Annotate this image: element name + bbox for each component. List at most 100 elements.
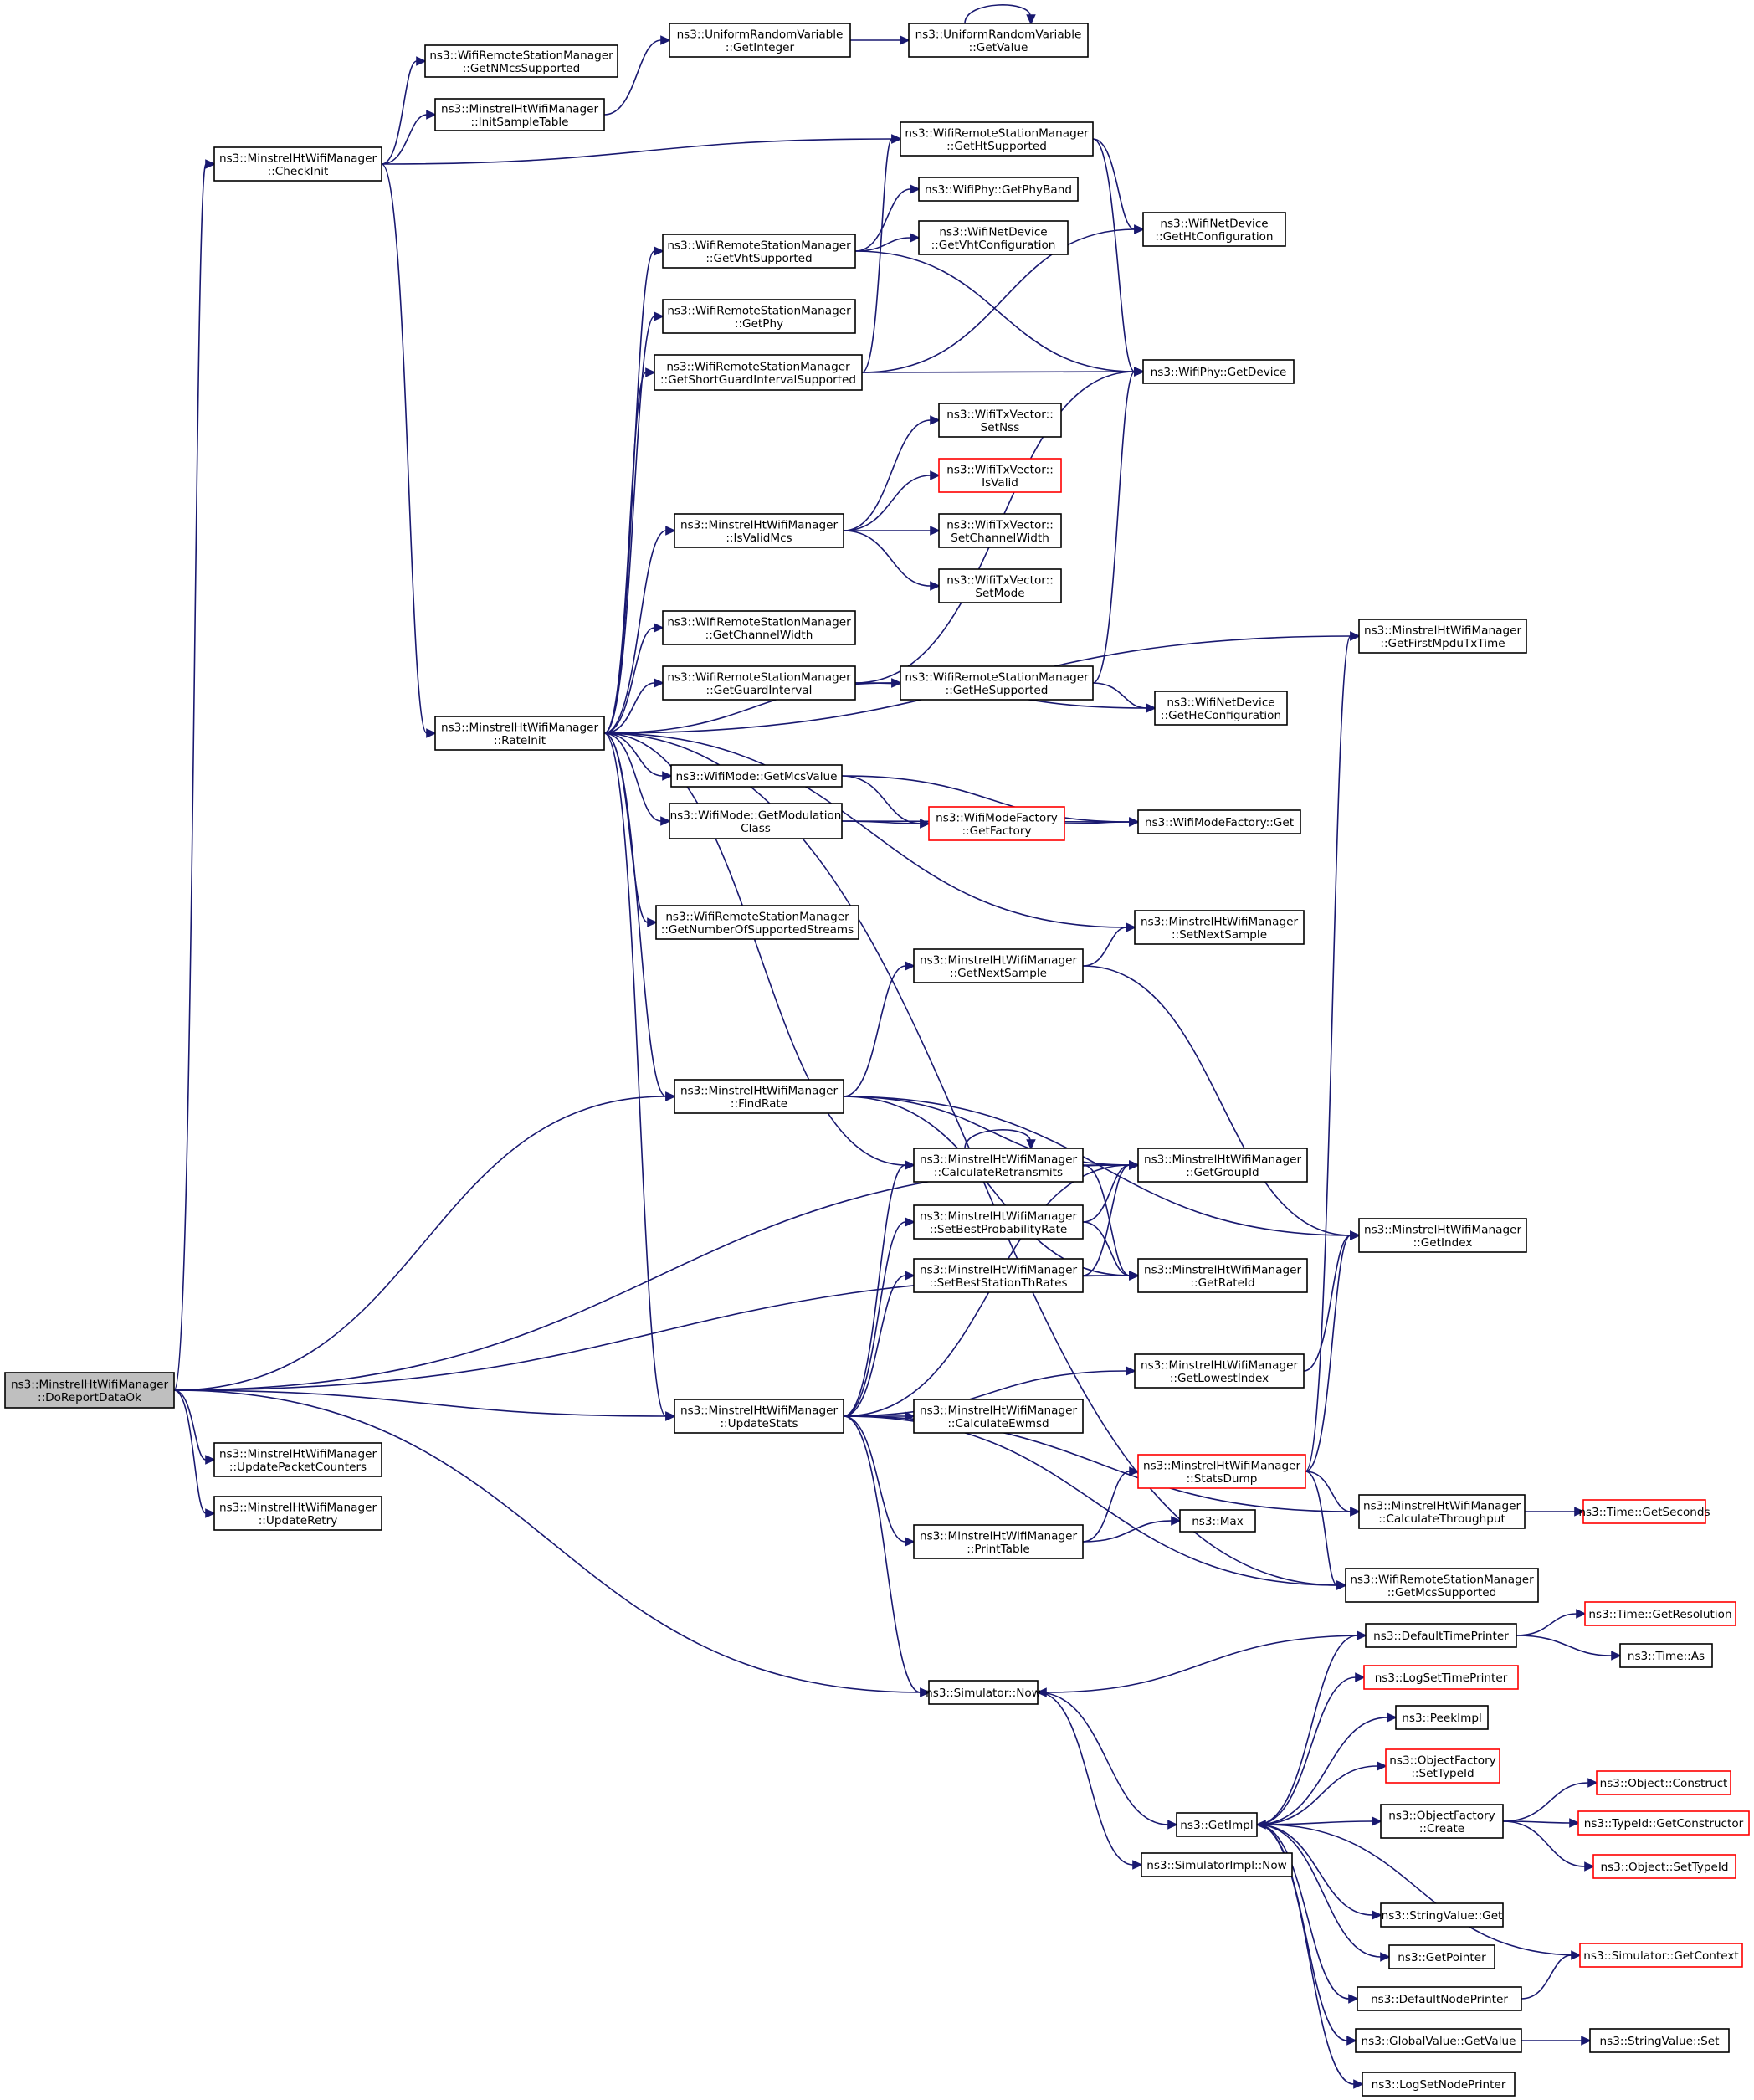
edge-line	[1082, 965, 1351, 1236]
node-defaultNodePrinter[interactable]: ns3::DefaultNodePrinter	[1357, 1986, 1522, 2011]
node-rateInit[interactable]: ns3::MinstrelHtWifiManager::RateInit	[434, 716, 605, 751]
node-timeGetSeconds[interactable]: ns3::Time::GetSeconds	[1578, 1499, 1710, 1524]
node-setChannelWidth[interactable]: ns3::WifiTxVector::SetChannelWidth	[938, 513, 1062, 548]
node-box	[900, 665, 1094, 701]
node-initSample[interactable]: ns3::MinstrelHtWifiManager::InitSampleTa…	[434, 98, 605, 131]
node-objConstruct[interactable]: ns3::Object::Construct	[1596, 1770, 1731, 1795]
node-label: ns3::Object::Construct	[1600, 1777, 1728, 1790]
node-gvGetValue[interactable]: ns3::GlobalValue::GetValue	[1355, 2028, 1522, 2053]
node-root[interactable]: ns3::MinstrelHtWifiManager::DoReportData…	[4, 1372, 175, 1409]
node-peekImpl[interactable]: ns3::PeekImpl	[1395, 1705, 1489, 1730]
edge-line	[843, 1221, 906, 1417]
node-getLowestIndex[interactable]: ns3::MinstrelHtWifiManager::GetLowestInd…	[1134, 1353, 1305, 1389]
node-updatePacket[interactable]: ns3::MinstrelHtWifiManager::UpdatePacket…	[213, 1442, 382, 1477]
node-checkInit[interactable]: ns3::MinstrelHtWifiManager::CheckInit	[213, 146, 382, 182]
node-logSetNodePrinter[interactable]: ns3::LogSetNodePrinter	[1362, 2072, 1516, 2097]
node-logSetTimePrinter[interactable]: ns3::LogSetTimePrinter	[1363, 1665, 1519, 1690]
node-getPointer[interactable]: ns3::GetPointer	[1388, 1944, 1495, 1969]
node-label: ::GetFactory	[962, 824, 1031, 838]
node-label: ns3::MinstrelHtWifiManager	[920, 1153, 1077, 1166]
node-getSgi[interactable]: ns3::WifiRemoteStationManager::GetShortG…	[654, 354, 863, 391]
node-getMcsValue[interactable]: ns3::WifiMode::GetMcsValue	[670, 764, 843, 788]
node-label: ns3::MinstrelHtWifiManager	[920, 1209, 1077, 1223]
node-timeAs[interactable]: ns3::Time::As	[1619, 1643, 1713, 1668]
edge-line	[1082, 1164, 1131, 1276]
node-label: ns3::WifiMode::GetMcsValue	[675, 770, 837, 783]
node-setNextSample[interactable]: ns3::MinstrelHtWifiManager::SetNextSampl…	[1134, 910, 1305, 945]
node-getVhtConfig[interactable]: ns3::WifiNetDevice::GetVhtConfiguration	[918, 220, 1069, 255]
node-uGetValue[interactable]: ns3::UniformRandomVariable::GetValue	[908, 23, 1089, 58]
node-defaultTimePrinter[interactable]: ns3::DefaultTimePrinter	[1365, 1623, 1517, 1648]
node-getPhy[interactable]: ns3::WifiRemoteStationManager::GetPhy	[662, 299, 856, 334]
node-getDevice[interactable]: ns3::WifiPhy::GetDevice	[1142, 359, 1295, 384]
edge-line	[841, 775, 921, 824]
node-findRate[interactable]: ns3::MinstrelHtWifiManager::FindRate	[674, 1079, 844, 1114]
node-wmfGet[interactable]: ns3::WifiModeFactory::Get	[1137, 809, 1301, 834]
node-getIndex[interactable]: ns3::MinstrelHtWifiManager::GetIndex	[1358, 1218, 1527, 1253]
node-setBestTh[interactable]: ns3::MinstrelHtWifiManager::SetBestStati…	[913, 1258, 1084, 1293]
node-getGroupId[interactable]: ns3::MinstrelHtWifiManager::GetGroupId	[1137, 1148, 1308, 1183]
node-box	[1141, 1852, 1293, 1877]
node-ofCreate[interactable]: ns3::ObjectFactory::Create	[1380, 1804, 1504, 1839]
edge-arrowhead	[645, 367, 656, 377]
node-simGetContext[interactable]: ns3::Simulator::GetContext	[1579, 1943, 1743, 1968]
node-getRateId[interactable]: ns3::MinstrelHtWifiManager::GetRateId	[1137, 1258, 1308, 1293]
node-uGetInteger[interactable]: ns3::UniformRandomVariable::GetInteger	[669, 23, 851, 58]
edge-arrowhead	[426, 110, 437, 120]
edge-arrowhead	[1255, 1820, 1266, 1830]
node-getNMcs[interactable]: ns3::WifiRemoteStationManager::GetNMcsSu…	[424, 44, 618, 78]
edge-arrowhead	[654, 246, 664, 256]
edge-arrowhead	[1026, 1139, 1036, 1150]
node-getGuardInterval[interactable]: ns3::WifiRemoteStationManager::GetGuardI…	[662, 665, 856, 701]
node-calcEwmsd[interactable]: ns3::MinstrelHtWifiManager::CalculateEwm…	[913, 1399, 1084, 1434]
node-timeGetRes[interactable]: ns3::Time::GetResolution	[1584, 1601, 1736, 1626]
node-calcRetransmits[interactable]: ns3::MinstrelHtWifiManager::CalculateRet…	[913, 1148, 1084, 1183]
node-updateStats[interactable]: ns3::MinstrelHtWifiManager::UpdateStats	[674, 1399, 844, 1434]
node-box	[918, 177, 1079, 202]
node-getVhtSupported[interactable]: ns3::WifiRemoteStationManager::GetVhtSup…	[662, 234, 856, 269]
node-box	[1142, 212, 1286, 247]
edge-line	[843, 1370, 1127, 1417]
node-simImplNow[interactable]: ns3::SimulatorImpl::Now	[1141, 1852, 1293, 1877]
node-label: ns3::MinstrelHtWifiManager	[1141, 915, 1298, 928]
node-isValidMcs[interactable]: ns3::MinstrelHtWifiManager::IsValidMcs	[674, 513, 844, 548]
node-getHeSupported[interactable]: ns3::WifiRemoteStationManager::GetHeSupp…	[900, 665, 1094, 701]
node-max[interactable]: ns3::Max	[1179, 1509, 1256, 1533]
node-getNextSample[interactable]: ns3::MinstrelHtWifiManager::GetNextSampl…	[913, 948, 1084, 983]
node-ofSetTypeId[interactable]: ns3::ObjectFactory::SetTypeId	[1385, 1748, 1500, 1784]
node-getConstructor[interactable]: ns3::TypeId::GetConstructor	[1577, 1810, 1750, 1836]
node-getChannelWidth[interactable]: ns3::WifiRemoteStationManager::GetChanne…	[662, 610, 856, 645]
node-label: ns3::WifiPhy::GetPhyBand	[925, 183, 1072, 197]
node-box	[1137, 809, 1301, 834]
node-label: ns3::WifiTxVector::	[946, 463, 1054, 476]
node-svSet[interactable]: ns3::StringValue::Set	[1589, 2028, 1730, 2053]
edge-line	[841, 775, 1131, 823]
node-getPhyBand[interactable]: ns3::WifiPhy::GetPhyBand	[918, 177, 1079, 202]
node-box	[1137, 1148, 1308, 1183]
node-getImpl[interactable]: ns3::GetImpl	[1176, 1812, 1258, 1837]
node-label: ns3::MinstrelHtWifiManager	[920, 1404, 1077, 1417]
node-getHeConfig[interactable]: ns3::WifiNetDevice::GetHeConfiguration	[1154, 691, 1288, 726]
node-statsDump[interactable]: ns3::MinstrelHtWifiManager::StatsDump	[1137, 1454, 1306, 1489]
node-calcThroughput[interactable]: ns3::MinstrelHtWifiManager::CalculateThr…	[1358, 1494, 1526, 1529]
node-printTable[interactable]: ns3::MinstrelHtWifiManager::PrintTable	[913, 1524, 1084, 1559]
node-getHtSupported[interactable]: ns3::WifiRemoteStationManager::GetHtSupp…	[900, 121, 1094, 157]
node-getMcsSupported[interactable]: ns3::WifiRemoteStationManager::GetMcsSup…	[1345, 1568, 1539, 1603]
node-getFirstMpdu[interactable]: ns3::MinstrelHtWifiManager::GetFirstMpdu…	[1358, 619, 1527, 654]
edge-line	[173, 1389, 921, 1693]
node-objSetTypeId[interactable]: ns3::Object::SetTypeId	[1592, 1854, 1736, 1879]
node-getFactory[interactable]: ns3::WifiModeFactory::GetFactory	[928, 806, 1065, 841]
edge-arrowhead	[665, 1091, 676, 1101]
node-updateRetry[interactable]: ns3::MinstrelHtWifiManager::UpdateRetry	[213, 1496, 382, 1531]
node-getHtConfig[interactable]: ns3::WifiNetDevice::GetHtConfiguration	[1142, 212, 1286, 247]
node-simNow[interactable]: ns3::Simulator::Now	[926, 1680, 1041, 1705]
node-isValid[interactable]: ns3::WifiTxVector::IsValid	[938, 458, 1062, 493]
node-svGet[interactable]: ns3::StringValue::Get	[1380, 1902, 1504, 1928]
node-setNss[interactable]: ns3::WifiTxVector::SetNss	[938, 403, 1062, 438]
node-getNumStreams[interactable]: ns3::WifiRemoteStationManager::GetNumber…	[655, 905, 859, 940]
node-label: ns3::UniformRandomVariable	[915, 28, 1082, 41]
node-setMode[interactable]: ns3::WifiTxVector::SetMode	[938, 568, 1062, 603]
node-box	[938, 568, 1062, 603]
node-setBestProb[interactable]: ns3::MinstrelHtWifiManager::SetBestProba…	[913, 1204, 1084, 1240]
